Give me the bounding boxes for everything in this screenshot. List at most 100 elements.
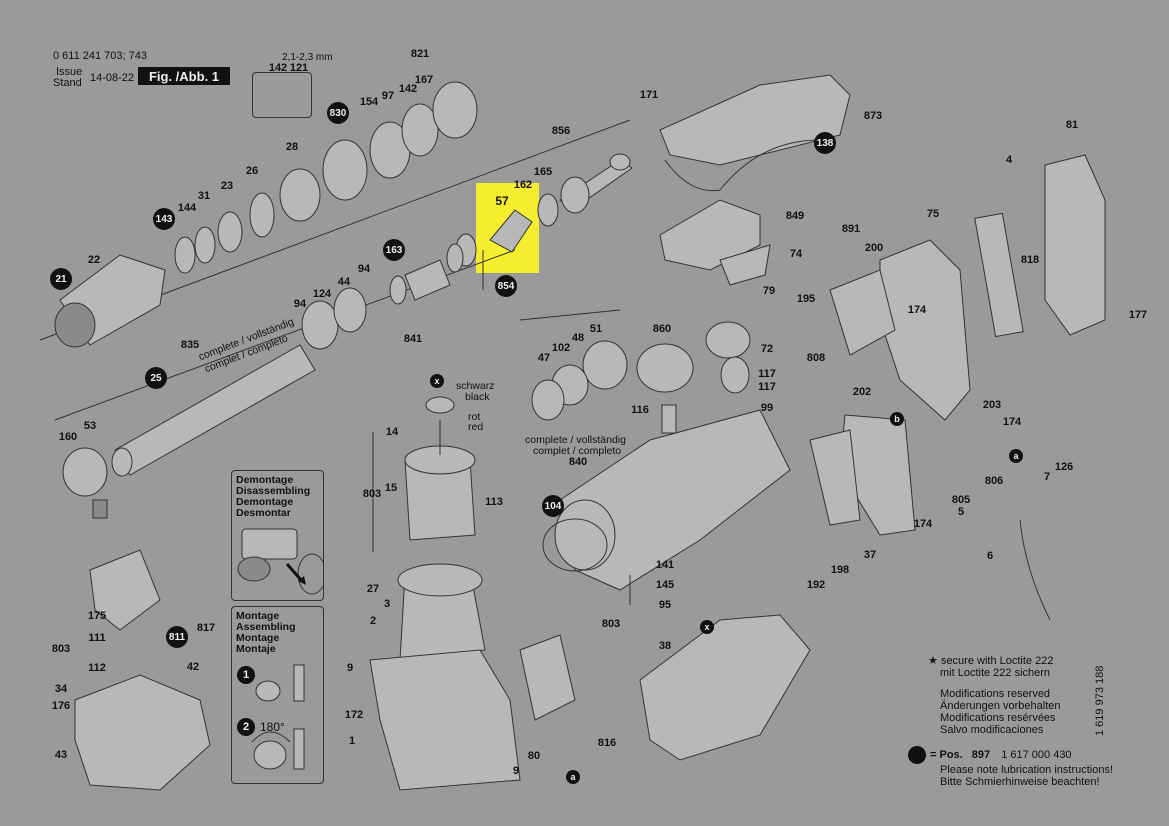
callout: 167 <box>414 74 434 86</box>
callout: 195 <box>796 293 816 305</box>
callout: 860 <box>652 323 672 335</box>
callout: 6 <box>986 550 994 562</box>
callout: 43 <box>54 749 68 761</box>
callout: 840 <box>568 456 588 468</box>
callout: 37 <box>863 549 877 561</box>
complete-label: complete / vollständig <box>525 434 626 446</box>
step-1-badge: 1 <box>237 666 255 684</box>
motor-housing-part <box>369 649 521 791</box>
ring-160-part <box>62 447 108 497</box>
callout: 821 <box>410 48 430 60</box>
pos-number: 897 <box>971 748 991 761</box>
callout: 23 <box>220 180 234 192</box>
callout: 141 <box>655 559 675 571</box>
callout: 22 <box>87 254 101 266</box>
ring-parts-lower <box>301 287 367 350</box>
callout: 4 <box>1005 154 1013 166</box>
callout-black: 104 <box>542 495 564 517</box>
part-849-drawing <box>659 199 761 271</box>
legend-lubrication: = Pos. 897 1 617 000 430 Please note lub… <box>908 746 1113 788</box>
lub-en: Please note lubrication instructions! <box>940 764 1114 776</box>
callout: 112 <box>88 662 106 674</box>
legend-loctite: ★ secure with Loctite 222 mit Loctite 22… <box>928 655 1053 679</box>
callout-letter: x <box>430 374 444 388</box>
callout: 198 <box>830 564 850 576</box>
handle-81-part <box>1044 154 1106 336</box>
legend-modifications: Modifications reserved Änderungen vorbeh… <box>940 688 1060 736</box>
panel-line: Assembling <box>236 621 296 633</box>
callout: 75 <box>926 208 940 220</box>
callout: 95 <box>658 599 672 611</box>
callout: 9 <box>346 662 354 674</box>
callout: 3 <box>383 598 391 610</box>
part-891-drawing <box>829 269 896 356</box>
callout: 856 <box>551 125 571 137</box>
callout: 42 <box>186 661 200 673</box>
document-number: 1 619 973 188 <box>1094 665 1106 736</box>
callout: 841 <box>403 333 423 345</box>
panel-line: Desmontar <box>236 507 291 519</box>
callout: 171 <box>639 89 659 101</box>
callout: 48 <box>571 332 585 344</box>
wire-label-red-de: rot <box>468 411 481 423</box>
callout: 5 <box>957 506 965 518</box>
callout: 200 <box>864 242 884 254</box>
callout-letter: x <box>700 620 714 634</box>
detail-inset <box>252 72 312 118</box>
small-part <box>92 499 108 519</box>
ring-parts-upper <box>174 81 478 274</box>
callout-black: 811 <box>166 626 188 648</box>
callout: 145 <box>655 579 675 591</box>
issue-date: 14-08-22 <box>90 72 135 84</box>
callout-letter: b <box>890 412 904 426</box>
callout: 113 <box>485 496 503 508</box>
callout: 174 <box>907 304 927 316</box>
electronics-module-part <box>519 634 576 721</box>
callout: 47 <box>537 352 551 364</box>
callout: 142 <box>398 83 418 95</box>
callout-black: 854 <box>495 275 517 297</box>
callout: 116 <box>631 404 649 416</box>
callout: 172 <box>344 709 364 721</box>
callout: 803 <box>601 618 621 630</box>
callout: 175 <box>87 610 107 622</box>
callout: 81 <box>1065 119 1079 131</box>
panel-line: Demontage <box>236 496 294 508</box>
callout-57: 57 <box>495 194 509 208</box>
dimension-note: 2,1-2,3 mm <box>282 52 333 63</box>
mod-de: Änderungen vorbehalten <box>940 700 1061 712</box>
callout: 142 <box>268 62 288 74</box>
callout-black: 830 <box>327 102 349 124</box>
callout: 165 <box>533 166 553 178</box>
callout-black: 143 <box>153 208 175 230</box>
callout: 51 <box>589 323 603 335</box>
callout-black: 25 <box>145 367 167 389</box>
callout: 94 <box>293 298 307 310</box>
bottom-cover-part <box>639 614 811 761</box>
callout: 72 <box>760 343 774 355</box>
callout: 202 <box>852 386 872 398</box>
callout: 80 <box>527 750 541 762</box>
brush-plate-part <box>89 549 161 631</box>
callout-letter: a <box>1009 449 1023 463</box>
callout: 873 <box>863 110 883 122</box>
wire-label-black-de: schwarz <box>456 380 495 392</box>
panel-line: Disassembling <box>236 485 311 497</box>
callout: 817 <box>196 622 216 634</box>
callout: 27 <box>366 583 380 595</box>
loctite-en: secure with Loctite 222 <box>940 655 1054 667</box>
callout: 818 <box>1020 254 1040 266</box>
callout-black: 21 <box>50 268 72 290</box>
callout: 805 <box>951 494 971 506</box>
disassembly-illustration <box>237 528 323 595</box>
callout: 9 <box>512 765 520 777</box>
pos-part: 1 617 000 430 <box>1001 748 1072 761</box>
assembly-panel: Montage Assembling Montage Montaje 1 2 1… <box>231 606 324 784</box>
callout: 808 <box>806 352 826 364</box>
lub-de: Bitte Schmierhinweise beachten! <box>940 776 1100 788</box>
callout: 124 <box>312 288 332 300</box>
callout: 7 <box>1043 471 1051 483</box>
callout: 79 <box>762 285 776 297</box>
callout: 121 <box>289 62 309 74</box>
callout: 176 <box>51 700 71 712</box>
